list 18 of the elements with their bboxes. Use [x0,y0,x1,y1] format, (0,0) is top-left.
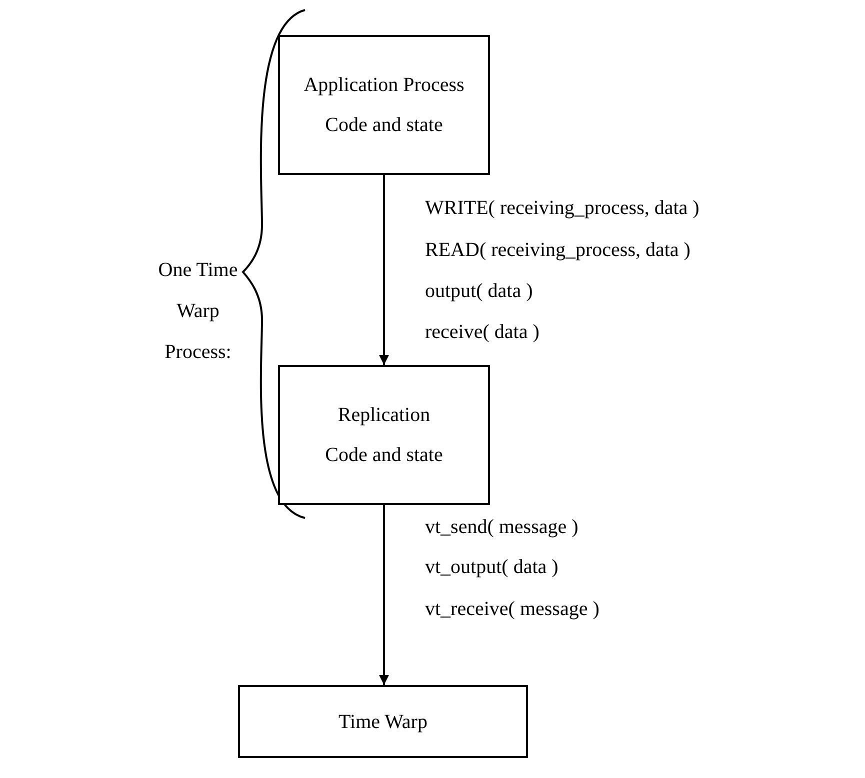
box-subtitle: Code and state [325,443,443,468]
function-call-label: WRITE( receiving_process, data ) [425,196,700,221]
process-box [238,685,528,758]
box-title: Application Process [304,73,464,98]
group-label: One Time Warp Process: [157,258,239,365]
function-call-label: READ( receiving_process, data ) [425,238,690,263]
box-subtitle: Code and state [325,113,443,138]
function-call-label: vt_receive( message ) [425,597,600,622]
box-title: Time Warp [338,710,428,734]
function-call-label: output( data ) [425,279,533,304]
process-box [278,35,490,175]
arrow [379,505,389,685]
function-call-label: vt_output( data ) [425,555,558,580]
arrow [379,175,389,365]
function-call-label: receive( data ) [425,320,540,345]
process-box [278,365,490,505]
box-title: Replication [338,403,430,428]
function-call-label: vt_send( message ) [425,515,578,540]
